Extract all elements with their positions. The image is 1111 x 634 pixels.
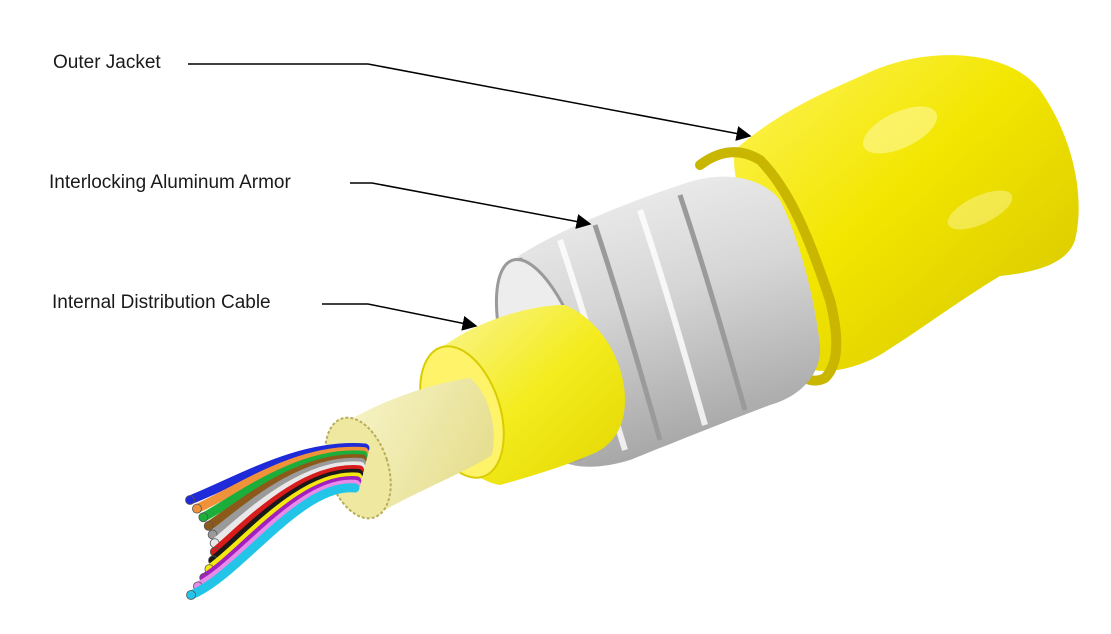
armor-rib (592, 224, 663, 441)
fiber-tip-orange (192, 503, 202, 514)
outer-jacket-inner-rim (695, 147, 842, 386)
fiber-aqua (186, 483, 360, 600)
leader-arrow-armor (371, 182, 592, 229)
armor-rib (677, 194, 748, 411)
callout-label-outer-jacket: Outer Jacket (53, 52, 161, 73)
fiber-tip-green (198, 512, 209, 523)
fiber-bundle (185, 443, 370, 600)
jacket-highlight (862, 106, 938, 154)
leader-arrow-outer-jacket (367, 63, 752, 141)
fiber-tip-brown (203, 521, 214, 531)
callout-label-aluminum-armor: Interlocking Aluminum Armor (49, 172, 291, 193)
outer-jacket-body (734, 55, 1079, 371)
callout-label-distribution-cable: Internal Distribution Cable (52, 292, 271, 313)
fiber-tip-aqua (186, 590, 196, 600)
leader-lines (188, 63, 752, 331)
leader-arrow-distribution-cable (367, 303, 478, 331)
armor-rib-highlight (637, 209, 708, 426)
fiber-tip-blue (185, 495, 195, 505)
outer-jacket (695, 55, 1079, 386)
jacket-highlight (947, 190, 1013, 230)
